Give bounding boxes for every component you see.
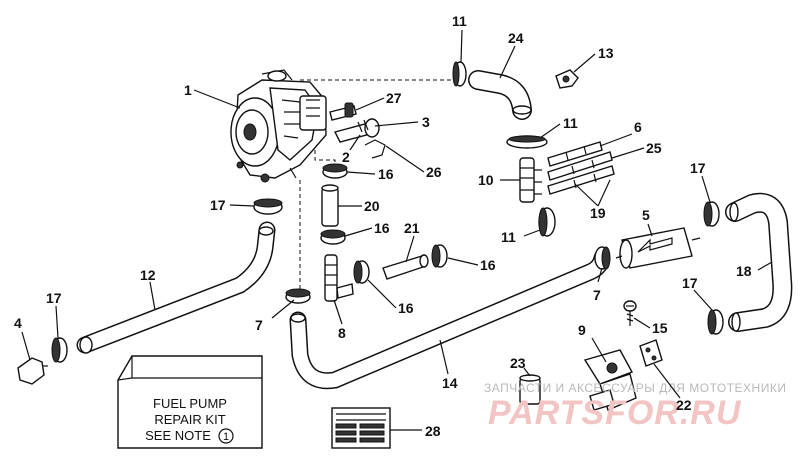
callout-17c: 17 <box>690 160 706 176</box>
kit-note-number: 1 <box>223 431 229 443</box>
screw-15 <box>623 300 637 326</box>
callout-16a: 16 <box>378 166 394 182</box>
hose-21 <box>382 254 429 280</box>
callout-23: 23 <box>510 355 526 371</box>
callout-11b: 11 <box>563 115 578 131</box>
clamp-17-b <box>51 337 68 363</box>
hose-18 <box>725 192 793 332</box>
callout-3: 3 <box>422 114 430 130</box>
fuel-pump-assembly <box>230 69 327 183</box>
callout-7a: 7 <box>255 317 263 333</box>
clamp-7-a <box>285 288 311 304</box>
callout-1: 1 <box>184 82 192 98</box>
leader-lines <box>21 29 773 431</box>
clamp-16-center <box>353 260 370 284</box>
fitting-10 <box>519 157 542 203</box>
plate-22 <box>639 339 663 367</box>
callout-7b: 7 <box>593 287 601 303</box>
callout-6: 6 <box>634 119 642 135</box>
callout-10: 10 <box>478 172 494 188</box>
callout-19: 19 <box>590 205 606 221</box>
callout-28: 28 <box>425 423 441 439</box>
clamp-16-right <box>431 244 448 268</box>
fitting-4 <box>17 357 48 385</box>
callout-11c: 11 <box>501 229 516 245</box>
clamp-16-mid <box>320 229 346 245</box>
callout-labels: 1 2 3 4 5 6 7 7 8 9 10 11 11 11 12 13 14… <box>14 13 752 439</box>
callout-25: 25 <box>646 140 662 156</box>
clamp-17-a <box>253 198 283 215</box>
callout-22: 22 <box>676 397 692 413</box>
callout-15: 15 <box>652 320 668 336</box>
fitting-3 <box>333 118 380 143</box>
clip-26 <box>364 139 386 159</box>
hose-12 <box>76 221 276 354</box>
callout-16b: 16 <box>374 220 390 236</box>
callout-26: 26 <box>426 164 442 180</box>
clamp-17-c <box>703 201 720 227</box>
hose-24 <box>468 70 532 120</box>
callout-21: 21 <box>404 220 420 236</box>
watermark-line-2: PARTSFOR.RU <box>488 394 742 432</box>
decal-28 <box>331 407 391 449</box>
fuel-filter-5 <box>615 227 701 269</box>
kit-line-3: SEE NOTE <box>145 428 211 443</box>
valve-assembly-9 <box>583 349 637 411</box>
clamp-11-mid <box>506 135 548 149</box>
repair-kit-box: FUEL PUMP REPAIR KIT SEE NOTE 1 <box>117 355 263 449</box>
callout-8: 8 <box>338 325 346 341</box>
clip-13 <box>555 69 579 89</box>
hose-20 <box>321 184 339 227</box>
hose-set-6-25-19 <box>547 141 615 195</box>
clamp-17-d <box>707 309 724 335</box>
callout-17b: 17 <box>46 290 62 306</box>
callout-5: 5 <box>642 207 650 223</box>
callout-2: 2 <box>342 149 350 165</box>
kit-line-2: REPAIR KIT <box>154 412 225 427</box>
callout-12: 12 <box>140 267 156 283</box>
callout-16c: 16 <box>480 257 496 273</box>
callout-4: 4 <box>14 315 22 331</box>
callout-14: 14 <box>442 375 458 391</box>
callout-13: 13 <box>598 45 614 61</box>
callout-17a: 17 <box>210 197 226 213</box>
kit-line-1: FUEL PUMP <box>153 396 227 411</box>
callout-9: 9 <box>578 322 586 338</box>
callout-17d: 17 <box>682 275 698 291</box>
watermark: ЗАПЧАСТИ И АКСЕССУАРЫ ДЛЯ МОТОТЕХНИКИ PA… <box>484 381 786 432</box>
callout-16d: 16 <box>398 300 414 316</box>
callout-20: 20 <box>364 198 380 214</box>
callout-18: 18 <box>736 263 752 279</box>
clamp-16-top <box>322 163 348 179</box>
fitting-23 <box>519 374 541 405</box>
callout-11a: 11 <box>452 13 467 29</box>
fitting-8 <box>324 254 354 302</box>
watermark-line-1: ЗАПЧАСТИ И АКСЕССУАРЫ ДЛЯ МОТОТЕХНИКИ <box>484 381 786 395</box>
clamp-7-b <box>594 246 611 270</box>
callout-24: 24 <box>508 30 524 46</box>
callout-27: 27 <box>386 90 402 106</box>
fitting-27 <box>329 102 357 121</box>
clamp-11-low <box>538 207 556 237</box>
clamp-11-top <box>452 61 467 87</box>
